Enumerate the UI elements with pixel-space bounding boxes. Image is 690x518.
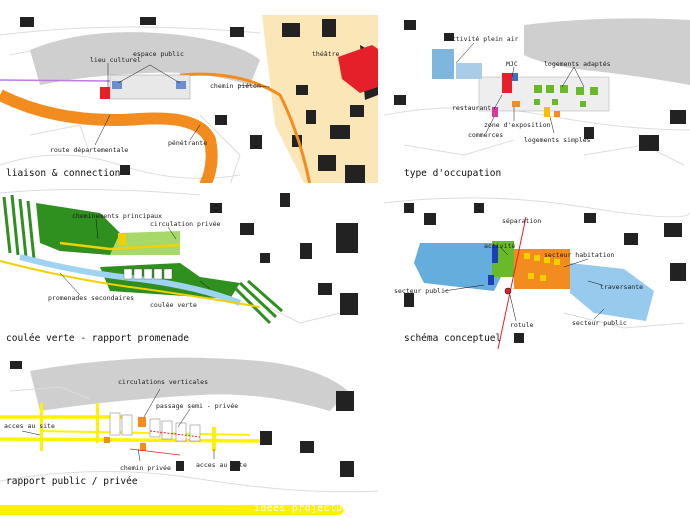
mjc-block	[502, 73, 512, 93]
hillside-area	[30, 357, 348, 411]
label-coulee-verte: coulée verte	[150, 301, 197, 309]
public-block-2	[488, 275, 494, 285]
label-restaurant: restaurant	[452, 104, 491, 112]
secteur-public-east-zone	[570, 263, 654, 321]
logements-simples-block-2	[554, 111, 560, 117]
label-separation: séparation	[502, 217, 541, 225]
purple-link-line	[0, 79, 111, 82]
label-circulation-privee: circulation privée	[150, 220, 221, 228]
coulee-verte-zone-west	[36, 203, 120, 255]
label-circulations-verticales: circulations verticales	[118, 378, 208, 386]
secondary-access-band	[39, 430, 251, 436]
panel-title-occupation: type d'occupation	[404, 168, 501, 179]
chemin-prive-line	[129, 448, 181, 456]
label-cheminements-principaux: cheminements principaux	[72, 212, 162, 220]
vertical-band-3	[212, 427, 216, 451]
footer-band	[0, 505, 344, 515]
activite-plein-air-zone	[432, 49, 454, 79]
secteur-public-west-zone	[414, 243, 508, 291]
label-rotule: rotule	[510, 321, 534, 329]
label-acces-au-site-right: acces au site	[196, 461, 247, 469]
label-secteur-public-right: secteur public	[572, 319, 627, 327]
label-activite: activité	[484, 242, 515, 250]
label-route-departementale: route départementale	[50, 146, 128, 154]
mjc-block-2	[512, 73, 518, 81]
penetrante-line	[179, 72, 312, 185]
rotule-point	[504, 287, 512, 295]
panel-title-rapport: rapport public / privée	[6, 476, 138, 487]
panel-coulee-verte: cheminements principaux circulation priv…	[0, 183, 378, 349]
label-chemin-pieton: chemin piéton	[210, 82, 261, 90]
panel-schema-conceptuel: séparation activité secteur habitation s…	[384, 183, 690, 349]
liaison-map: lieu culturel espace public théâtre chem…	[0, 15, 378, 185]
theatre-building	[338, 45, 378, 93]
espace-public-block-right	[176, 81, 186, 89]
separation-line	[497, 216, 527, 349]
label-mjc: MJC	[506, 60, 518, 68]
circulation-verticale-1	[138, 417, 146, 427]
label-espace-public: espace public	[133, 50, 184, 58]
circulation-verticale-3	[104, 437, 110, 443]
label-traversante: traversante	[600, 283, 643, 291]
label-activite-plein-air: activité plein air	[448, 35, 519, 43]
cheminements-principaux-line	[59, 241, 181, 251]
passage-semi-prive-line	[149, 430, 201, 438]
label-penetrante: pénétrante	[168, 139, 207, 147]
panel-liaison-connection: lieu culturel espace public théâtre chem…	[0, 15, 378, 185]
hillside-area	[30, 32, 260, 85]
activite-plein-air-zone-2	[456, 63, 482, 79]
footer-label: idées projectuelles	[254, 503, 375, 514]
panel-rapport-public-prive: circulations verticales passage semi - p…	[0, 351, 378, 517]
commerces-block	[492, 107, 498, 117]
vertical-band-1	[40, 403, 43, 451]
route-departementale-line	[0, 89, 218, 185]
lieu-culturel-block	[100, 87, 110, 99]
label-theatre: théâtre	[312, 50, 339, 58]
green-hatch-right	[230, 279, 283, 325]
logements-adaptes-blocks	[534, 85, 598, 107]
label-logements-adaptes: logements adaptés	[544, 60, 611, 68]
logements-simples-block	[544, 107, 550, 117]
label-promenades-secondaires: promenades secondaires	[48, 294, 134, 302]
green-hatch-left	[2, 194, 36, 260]
label-secteur-public-left: secteur public	[394, 287, 449, 295]
site-block	[478, 76, 610, 112]
panel-type-occupation: activité plein air MJC logements adaptés…	[384, 15, 690, 185]
rapport-map: circulations verticales passage semi - p…	[0, 357, 378, 493]
occupation-map: activité plein air MJC logements adaptés…	[384, 18, 690, 179]
habitation-units	[524, 253, 560, 281]
public-access-band	[0, 415, 261, 443]
public-block-1	[492, 245, 498, 263]
panel-title-coulee: coulée verte - rapport promenade	[6, 333, 189, 344]
label-commerces: commerces	[468, 131, 503, 139]
panel-title-liaison: liaison & connection	[6, 168, 120, 179]
hillside-area	[524, 18, 690, 86]
site-buildings	[123, 268, 173, 280]
label-chemin-prive: chemin privée	[120, 464, 171, 472]
promenades-secondaires-line	[0, 260, 261, 308]
vertical-band-2	[96, 403, 99, 443]
label-passage-semi-prive: passage semi - privée	[156, 402, 238, 410]
label-logements-simples: logements simples	[524, 136, 591, 144]
circulation-verticale-2	[140, 443, 146, 451]
site-buildings	[109, 412, 201, 442]
circulation-node	[118, 233, 126, 245]
zone-exposition-block	[512, 101, 520, 107]
schema-map: séparation activité secteur habitation s…	[384, 197, 690, 349]
coulee-map: cheminements principaux circulation priv…	[0, 188, 358, 344]
secteur-habitation-zone	[514, 249, 570, 289]
label-acces-au-site-left: acces au site	[4, 422, 55, 430]
espace-public-block-left	[112, 81, 122, 89]
label-zone-exposition: zone d'exposition	[484, 121, 551, 129]
panel-title-schema: schéma conceptuel	[404, 333, 501, 344]
label-lieu-culturel: lieu culturel	[90, 56, 141, 64]
label-secteur-habitation: secteur habitation	[544, 251, 615, 259]
